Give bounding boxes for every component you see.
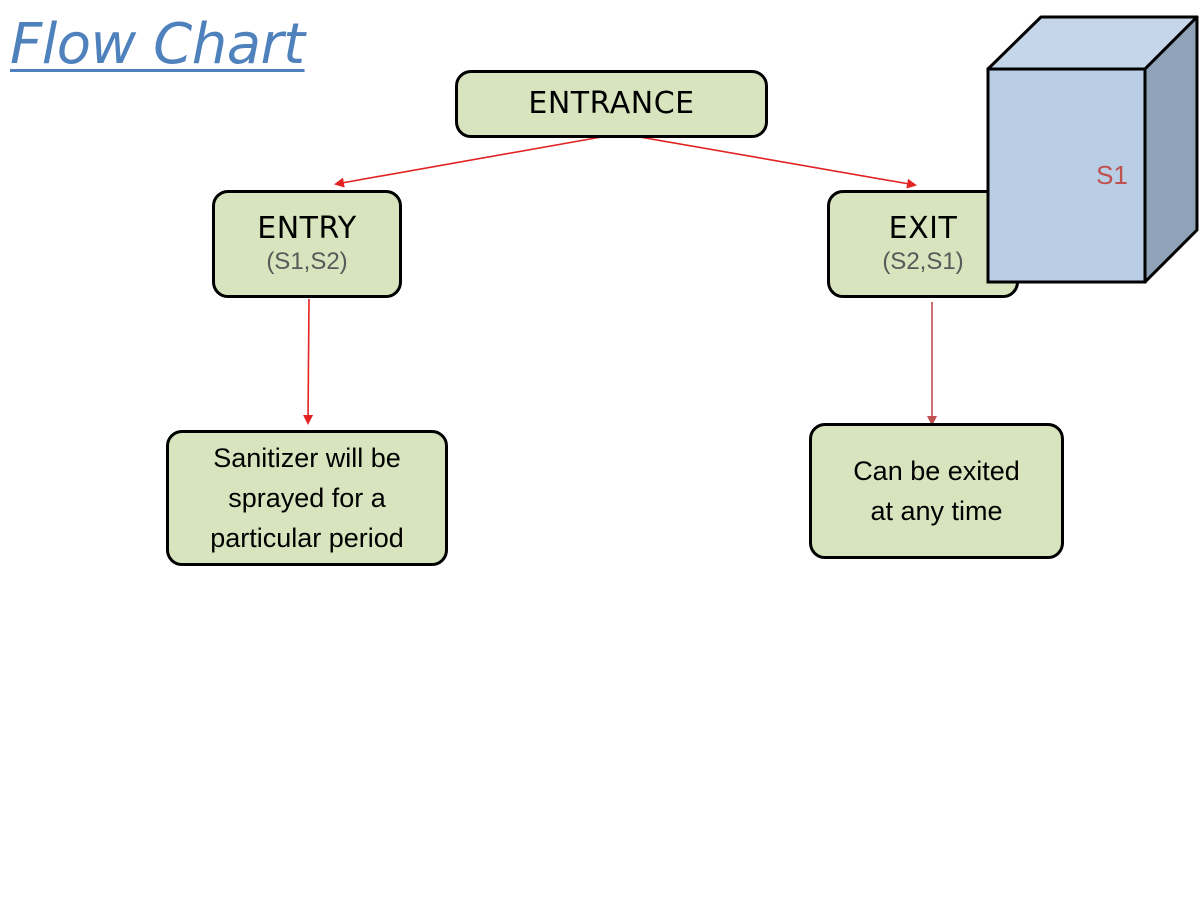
arrow-entrance-to-exit [633,135,917,189]
node-entrance-label: ENTRANCE [528,86,695,121]
cube-front-face [986,67,1147,284]
node-entry-sub: (S1,S2) [266,248,348,275]
page-title: Flow Chart [10,12,305,77]
node-sanitizer: Sanitizer will be sprayed for a particul… [166,430,448,566]
node-exited: Can be exited at any time [809,423,1064,559]
node-entry-label: ENTRY [257,211,357,246]
arrow-entry-to-sanitizer [303,298,314,425]
node-entry: ENTRY (S1,S2) [212,190,402,298]
node-exit-label: EXIT [888,211,958,246]
node-exited-text: Can be exited at any time [853,456,1020,526]
node-entrance: ENTRANCE [455,70,768,138]
node-exit-sub: (S2,S1) [882,248,964,275]
cube-label: S1 [1096,160,1128,190]
arrow-entrance-to-entry [334,135,608,188]
node-sanitizer-text: Sanitizer will be sprayed for a particul… [210,443,404,553]
